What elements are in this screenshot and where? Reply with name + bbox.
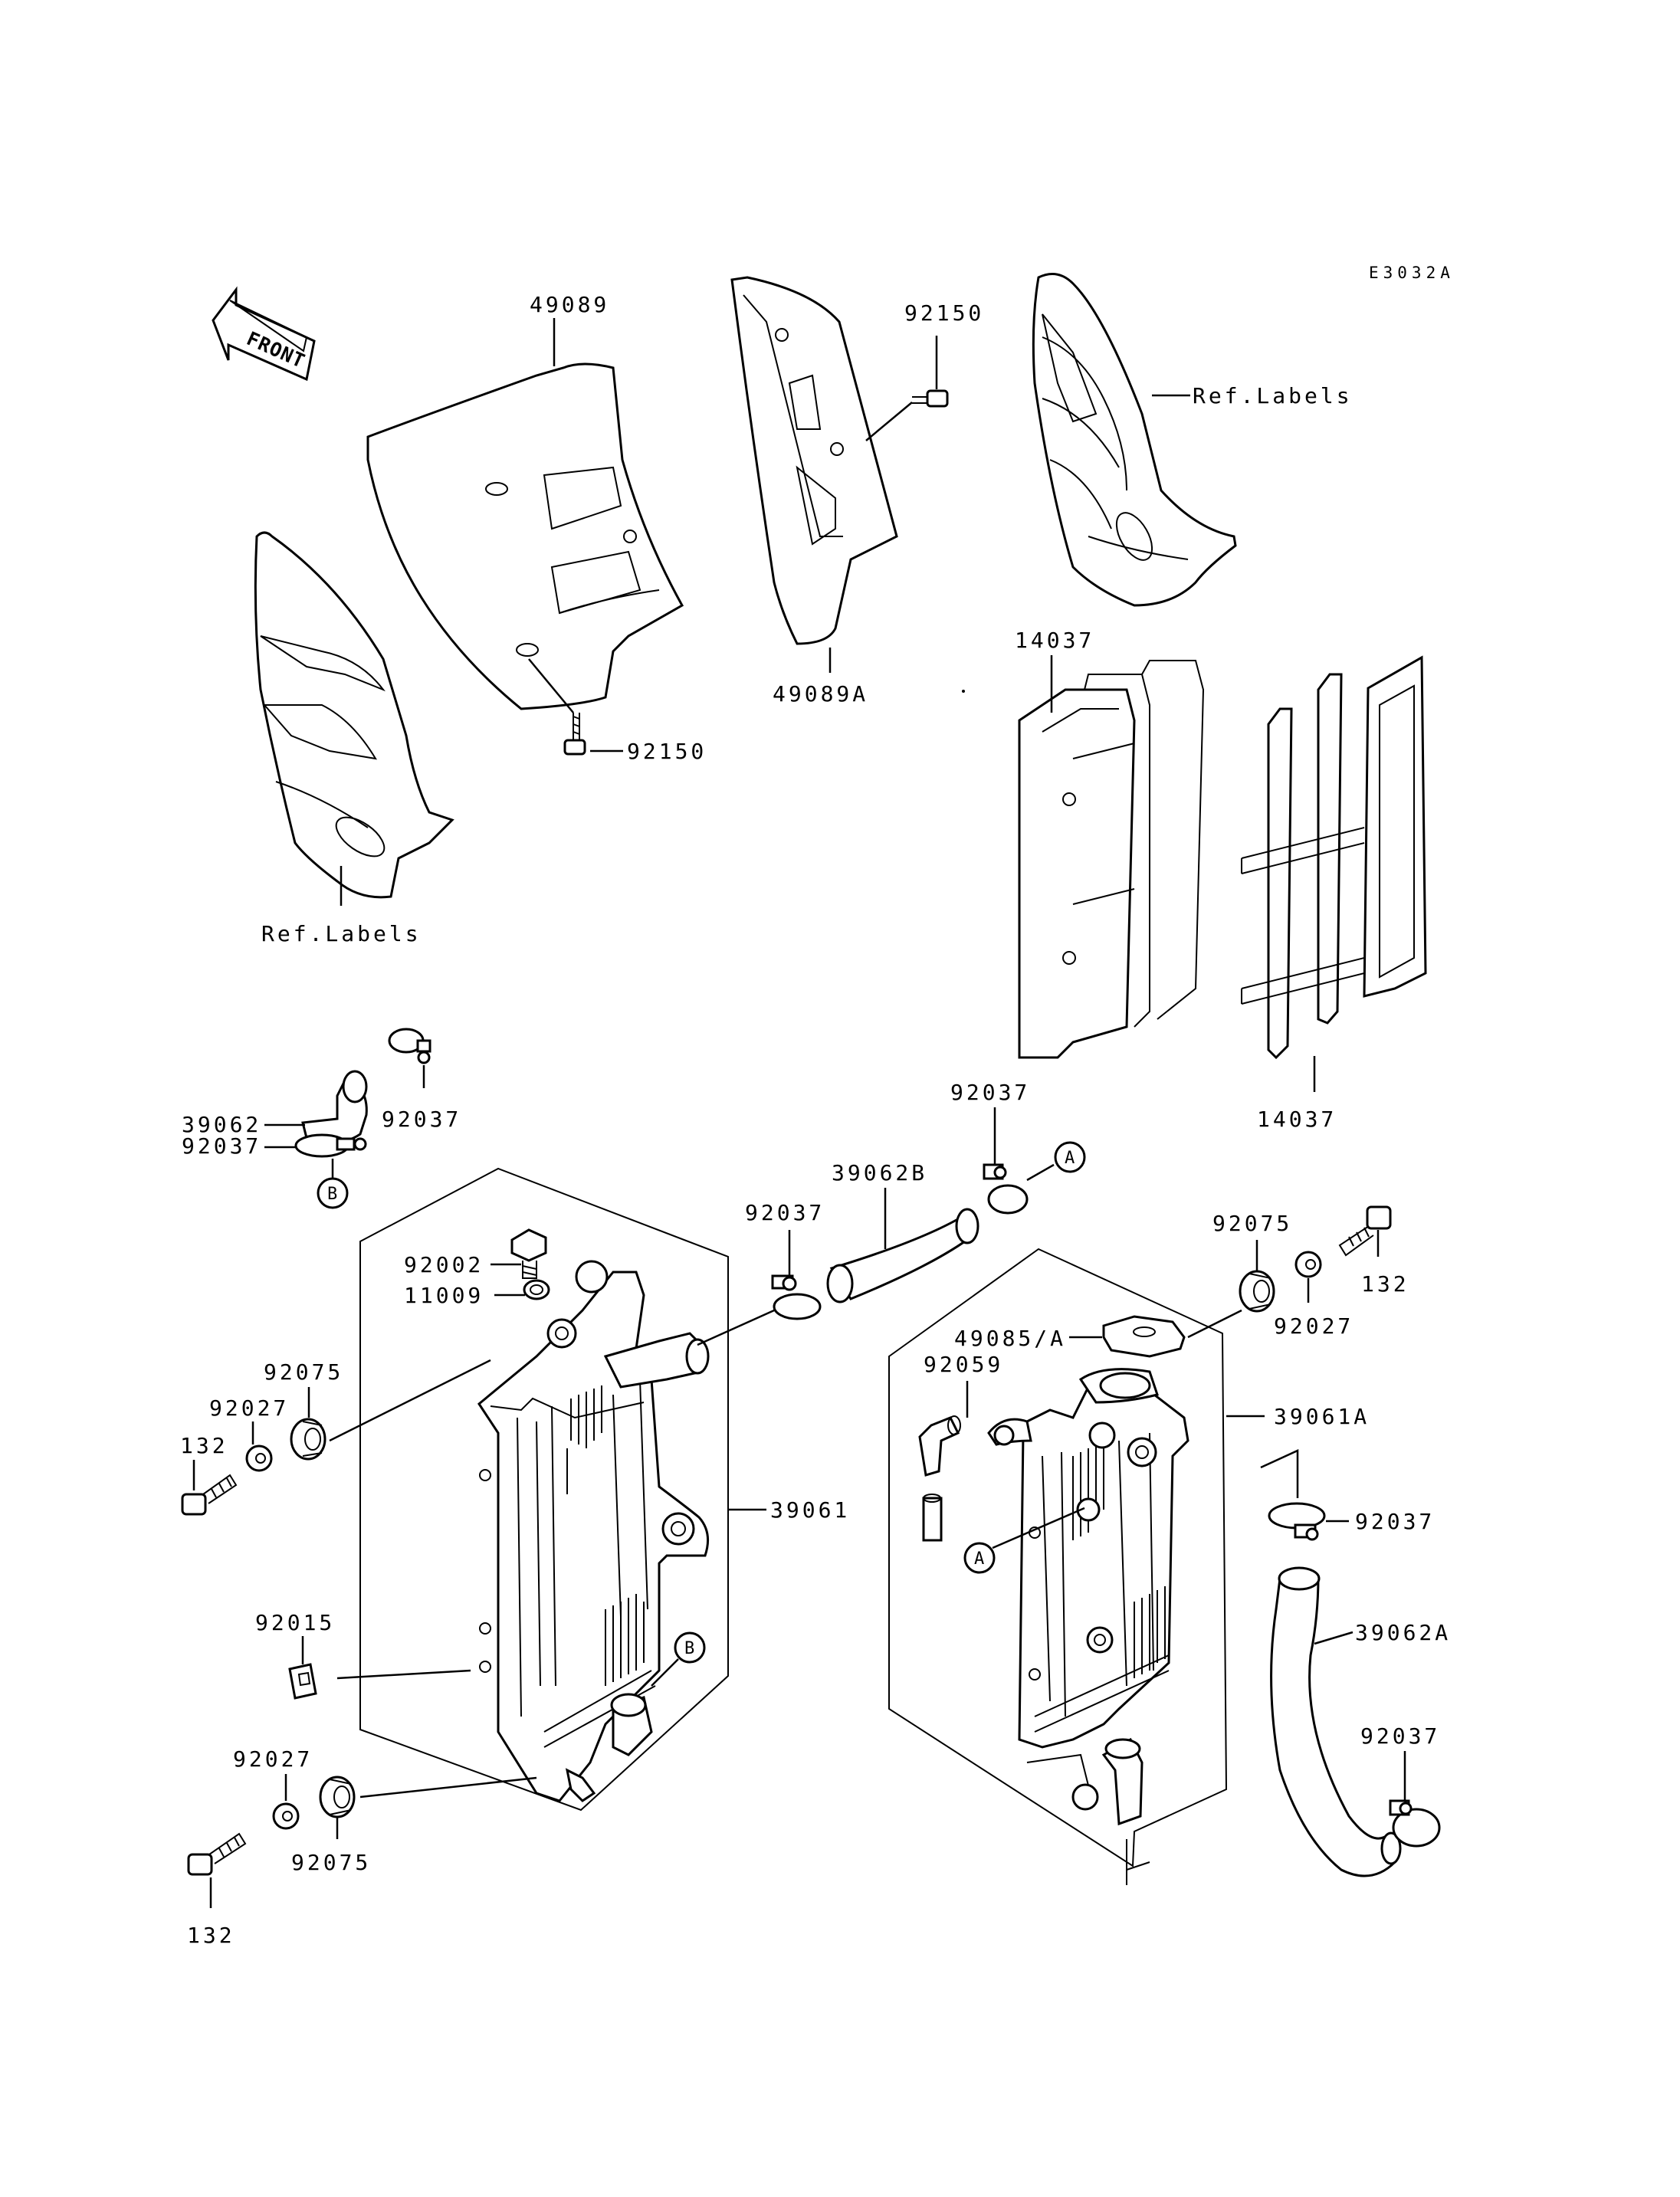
label-92027-a: 92027 [209,1395,289,1421]
hose-39062-icon [301,1070,368,1144]
svg-text:A: A [1065,1149,1075,1168]
decal-left [254,531,454,899]
drawing-code: E3032A [1369,264,1455,282]
label-39062A: 39062A [1355,1620,1451,1645]
radiator-core-fins [566,1385,645,1686]
label-92037-g: 92037 [1360,1723,1440,1749]
front-arrow-icon: FRONT [212,286,316,382]
label-49085A: 49085/A [954,1326,1066,1351]
clamp-92037-g-icon [1389,1799,1441,1848]
bolt-92150-mid-icon [563,713,586,756]
decal-right [1032,273,1237,607]
bolt-132-a-icon [181,1474,238,1516]
washer-11009-icon [523,1279,550,1300]
radiator-louver-front [1018,660,1205,1059]
label-132-b: 132 [187,1923,235,1948]
label-92027-b: 92027 [233,1746,313,1772]
ref-labels-left: Ref.Labels [261,921,422,946]
callout-a-top: A [1054,1141,1086,1173]
label-14037-bottom: 14037 [1257,1107,1337,1132]
label-92037-c: 92037 [745,1200,825,1225]
side-cover-49089A [730,276,898,645]
label-92059: 92059 [924,1352,1003,1377]
svg-text:B: B [684,1639,694,1658]
label-92075-c: 92075 [1212,1211,1292,1236]
bolt-132-b-icon [187,1832,247,1876]
washer-92027-b-icon [272,1802,300,1830]
cap-92002-icon [510,1228,547,1279]
label-49089: 49089 [530,292,609,317]
label-14037-top: 14037 [1015,628,1094,653]
grommet-92075-c-icon [1239,1270,1275,1313]
radiator-39061 [359,1167,729,1812]
label-92002: 92002 [404,1252,484,1277]
label-39061: 39061 [770,1497,850,1523]
hose-39062B-icon [826,1208,979,1303]
ref-labels-right: Ref.Labels [1193,383,1353,408]
clamp-92037-f-icon [1268,1502,1326,1541]
svg-text:A: A [974,1549,984,1569]
label-132-a: 132 [180,1433,228,1458]
clamp-92037-d-icon [983,1163,1029,1215]
washer-92027-a-icon [245,1444,273,1472]
washer-92027-c-icon [1294,1251,1322,1278]
radiator-core-fins-right [1072,1441,1166,1678]
label-92037-f: 92037 [1355,1509,1435,1534]
grommet-92075-a-icon [290,1418,326,1461]
label-39062B: 39062B [832,1160,927,1185]
bolt-92150-top-icon [912,389,949,408]
radiator-39061A [888,1248,1228,1885]
radiator-louver-back [1241,655,1427,1060]
hose-39062A-icon [1270,1566,1402,1877]
clamp-92037-a-icon [388,1028,431,1064]
label-132-c: 132 [1361,1271,1409,1297]
callout-a-bottom: A [963,1542,996,1574]
label-92027-c: 92027 [1274,1313,1354,1339]
label-39061A: 39061A [1274,1404,1370,1429]
grommet-92075-b-icon [319,1776,356,1818]
label-92150-mid: 92150 [627,739,707,764]
callout-b-bottom: B [674,1631,706,1664]
tube-92059-icon [918,1415,961,1542]
label-92037-a: 92037 [382,1107,461,1132]
callout-b-top: B [317,1177,349,1209]
label-92150-top: 92150 [904,300,984,326]
clamp-92037-b-icon [294,1133,367,1158]
seat-49085A-icon [1102,1315,1186,1358]
bolt-132-c-icon [1338,1205,1392,1257]
svg-text:B: B [327,1185,337,1204]
clamp-92037-c-icon [771,1274,822,1320]
clip-92015-icon [288,1663,317,1700]
label-11009: 11009 [404,1283,484,1308]
label-92037-b: 92037 [182,1133,261,1159]
label-39062: 39062 [182,1112,261,1137]
label-92037-d: 92037 [950,1080,1030,1105]
label-92075-b: 92075 [291,1850,371,1875]
radiator-shroud-49089 [366,362,684,710]
label-92075-a: 92075 [264,1359,343,1385]
label-49089A: 49089A [773,681,868,707]
label-92015: 92015 [255,1610,335,1635]
